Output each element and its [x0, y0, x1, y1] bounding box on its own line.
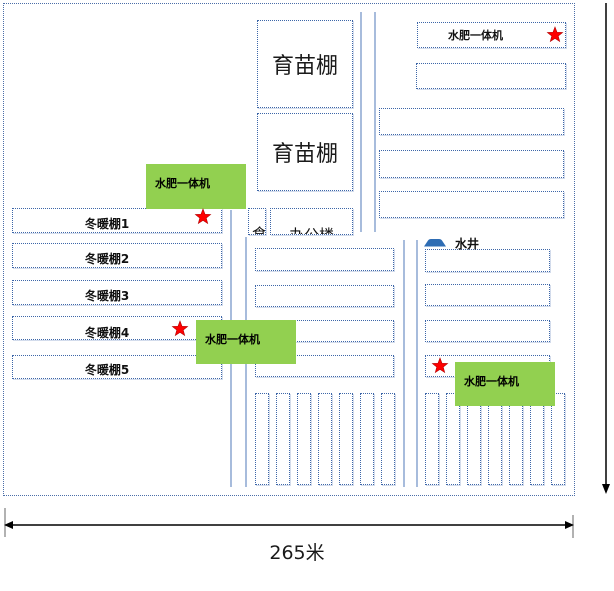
fertigation-unit: 水肥一体机	[455, 362, 555, 406]
fertigation-label: 水肥一体机	[155, 177, 210, 190]
plot	[255, 285, 394, 307]
plot-strip	[467, 393, 481, 485]
plot	[425, 249, 550, 272]
site-boundary	[3, 3, 575, 496]
winter-shed: 冬暖棚2	[12, 243, 222, 268]
canteen-building: 食	[248, 208, 266, 235]
fertigation-label: 水肥一体机	[205, 333, 260, 346]
plot-strip	[381, 393, 395, 485]
canteen-label: 食	[252, 225, 266, 235]
plot-strip	[318, 393, 332, 485]
winter-shed: 冬暖棚5	[12, 355, 222, 379]
office-label: 办公楼	[288, 226, 334, 235]
plot	[425, 320, 550, 342]
office-building: 办公楼	[270, 208, 353, 235]
plot	[425, 284, 550, 306]
plot	[379, 150, 564, 178]
plot	[416, 63, 566, 89]
fertigation-unit: 水肥一体机	[146, 164, 246, 209]
plot-strip	[488, 393, 502, 485]
width-dimension-label: 265米	[269, 542, 325, 564]
plot-strip	[509, 393, 523, 485]
well-icon	[424, 239, 446, 247]
plot-strip	[530, 393, 544, 485]
nursery-shed-label: 育苗棚	[271, 54, 338, 79]
plot-strip	[425, 393, 439, 485]
winter-shed-label: 冬暖棚1	[84, 216, 130, 231]
winter-shed-label: 冬暖棚4	[84, 325, 130, 340]
winter-shed: 冬暖棚3	[12, 280, 222, 305]
fertigation-plot: 水肥一体机	[417, 22, 566, 48]
plot-strip	[360, 393, 374, 485]
nursery-shed-label: 育苗棚	[271, 142, 338, 167]
winter-shed: 冬暖棚4	[12, 316, 222, 340]
nursery-shed: 育苗棚	[257, 20, 353, 108]
fertigation-unit: 水肥一体机	[196, 320, 296, 364]
winter-shed-label: 冬暖棚2	[84, 251, 130, 266]
plot-strip	[276, 393, 290, 485]
plot	[255, 248, 394, 271]
winter-shed: 冬暖棚1	[12, 208, 222, 233]
plot-strip	[297, 393, 311, 485]
plot-strip	[446, 393, 460, 485]
fertigation-label: 水肥一体机	[448, 29, 503, 42]
plot-strip	[551, 393, 565, 485]
nursery-shed: 育苗棚	[257, 113, 353, 191]
plot-strip	[339, 393, 353, 485]
winter-shed-label: 冬暖棚5	[84, 363, 130, 377]
well-label: 水井	[455, 237, 480, 251]
winter-shed-label: 冬暖棚3	[84, 288, 130, 303]
fertigation-label: 水肥一体机	[464, 375, 519, 388]
plot-strip	[255, 393, 269, 485]
plot	[379, 191, 564, 218]
plot	[379, 108, 564, 135]
